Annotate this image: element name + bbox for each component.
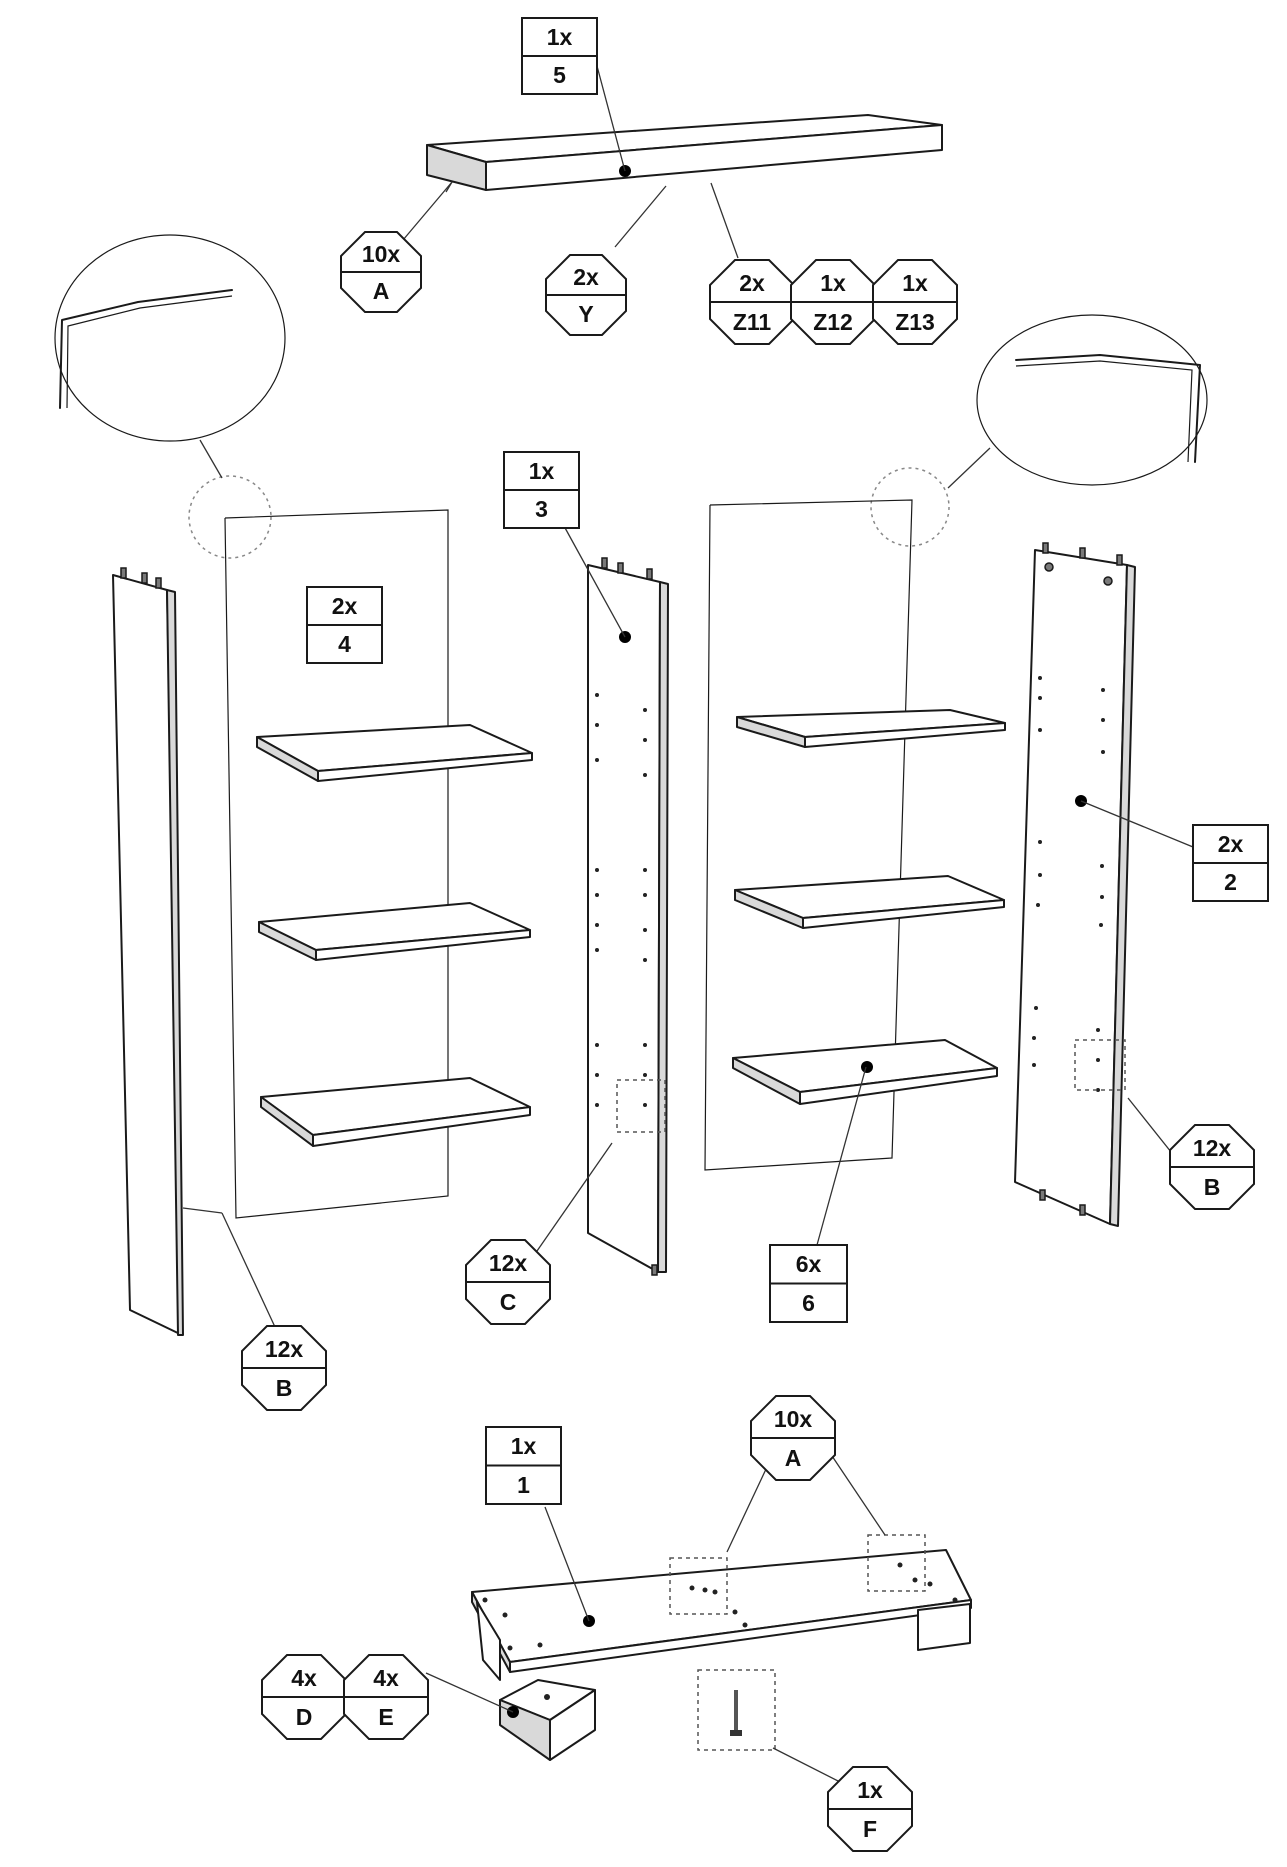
hardware-label-qty: 10x	[362, 241, 401, 267]
hardware-label-code: D	[296, 1704, 313, 1730]
part-label-code: 5	[553, 62, 566, 88]
top-panel-leaders	[402, 65, 739, 259]
hardware-label-code: Y	[578, 301, 593, 327]
part-label-code: 3	[535, 496, 548, 522]
hardware-label-qty: 12x	[489, 1250, 528, 1276]
hardware-label-Z13: 1x Z13	[872, 259, 958, 345]
left-back-panel	[224, 509, 449, 1219]
part-label-qty: 2x	[1218, 831, 1244, 857]
hardware-label-qty: 2x	[573, 264, 599, 290]
hardware-label-A-top: 10x A	[340, 231, 422, 313]
left-shelf-middle	[258, 902, 531, 961]
hardware-label-code: F	[863, 1816, 877, 1842]
part-label-qty: 1x	[529, 458, 555, 484]
part-label-1: 1x 1	[485, 1426, 562, 1505]
hardware-label-Y: 2x Y	[545, 254, 627, 336]
hardware-label-code: A	[785, 1445, 802, 1471]
hardware-label-F: 1x F	[827, 1766, 913, 1852]
right-side-panel	[1014, 542, 1136, 1227]
hardware-label-qty: 2x	[739, 270, 765, 296]
right-shelf-middle	[734, 875, 1005, 929]
right-side-holes	[1032, 676, 1105, 1092]
hardware-label-qty: 10x	[774, 1406, 813, 1432]
part-label-4: 2x 4	[306, 586, 383, 664]
hardware-label-qty: 1x	[820, 270, 846, 296]
hardware-label-qty: 1x	[857, 1777, 883, 1803]
right-detail-callout	[870, 314, 1208, 547]
hardware-label-qty: 4x	[373, 1665, 399, 1691]
part-label-5: 1x 5	[521, 17, 598, 95]
right-back-panel	[704, 499, 913, 1171]
hardware-label-D: 4x D	[261, 1654, 347, 1740]
hardware-label-code: B	[276, 1375, 293, 1401]
part-label-code: 4	[338, 631, 351, 657]
left-detail-callout	[54, 234, 286, 559]
part-label-3: 1x 3	[503, 451, 580, 529]
corner-bracket	[499, 1679, 596, 1761]
part-label-qty: 2x	[332, 593, 358, 619]
center-divider-holes	[595, 693, 647, 1107]
hardware-label-qty: 1x	[902, 270, 928, 296]
right-shelf-bottom	[732, 1039, 998, 1105]
hardware-label-qty: 12x	[1193, 1135, 1232, 1161]
part-label-qty: 6x	[796, 1251, 822, 1277]
hardware-label-code: Z12	[813, 309, 853, 335]
hardware-label-A-bottom: 10x A	[750, 1395, 836, 1481]
part-label-code: 6	[802, 1290, 815, 1316]
hardware-label-code: Z13	[895, 309, 935, 335]
part-label-code: 1	[517, 1472, 530, 1498]
hardware-label-B-left: 12x B	[241, 1325, 327, 1411]
screw-detail	[697, 1669, 776, 1751]
left-side-panel	[112, 567, 184, 1336]
part-label-qty: 1x	[547, 24, 573, 50]
hardware-label-Z12: 1x Z12	[790, 259, 876, 345]
top-panel	[426, 114, 943, 191]
hardware-label-qty: 12x	[265, 1336, 304, 1362]
hardware-label-E: 4x E	[343, 1654, 429, 1740]
hardware-label-qty: 4x	[291, 1665, 317, 1691]
center-divider-panel	[587, 557, 669, 1276]
part-label-2: 2x 2	[1192, 824, 1269, 902]
base-plinth	[471, 1534, 972, 1681]
base-holes	[482, 1562, 958, 1651]
part-label-6: 6x 6	[769, 1244, 848, 1323]
hardware-label-code: B	[1204, 1174, 1221, 1200]
left-shelf-top	[256, 724, 533, 782]
right-shelf-top	[736, 709, 1006, 748]
part-label-code: 2	[1224, 869, 1237, 895]
hardware-label-code: C	[500, 1289, 517, 1315]
hardware-label-code: E	[378, 1704, 393, 1730]
hardware-label-B-right: 12x B	[1169, 1124, 1255, 1210]
part-label-qty: 1x	[511, 1433, 537, 1459]
hardware-label-C: 12x C	[465, 1239, 551, 1325]
hardware-label-code: A	[373, 278, 390, 304]
hardware-label-code: Z11	[733, 309, 772, 335]
left-shelf-bottom	[260, 1077, 531, 1147]
hardware-label-Z11: 2x Z11	[709, 259, 795, 345]
